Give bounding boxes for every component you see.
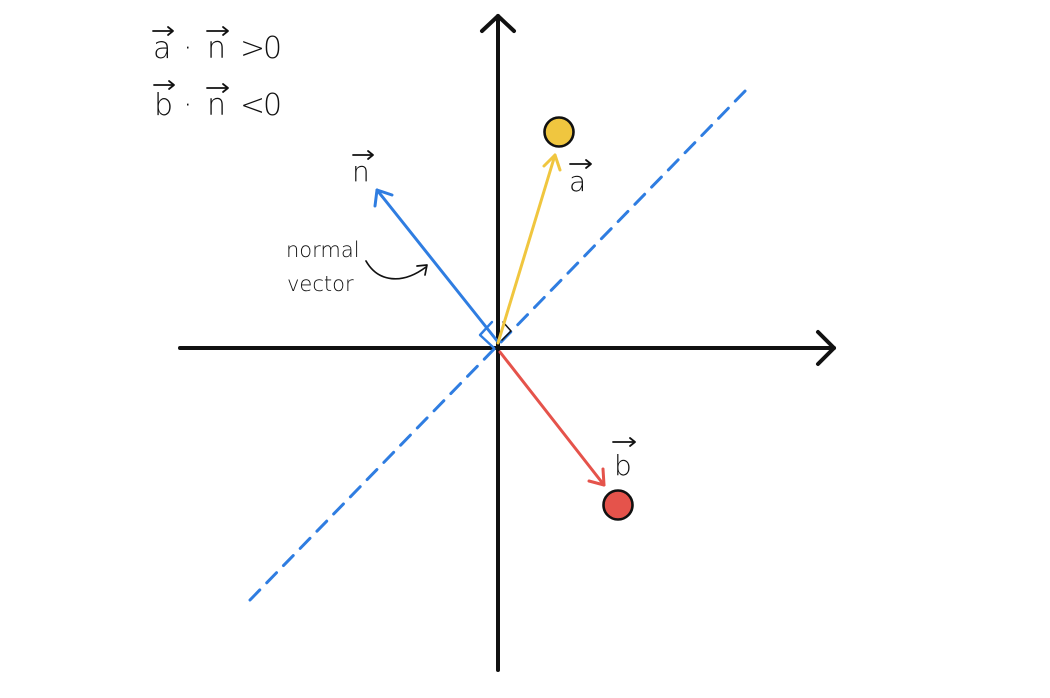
eq1-value: 0 [263,31,282,66]
x-axis-arrowhead [816,330,836,366]
vector-a-arrowhead [542,153,562,172]
label-n: n [352,150,374,188]
eq1-a-overarrow-head [167,26,174,36]
eq2-dot: · [183,88,193,123]
label-b: b [612,437,636,482]
eq2-vector-b: b [154,88,173,123]
eq2-b-overarrow-head [168,80,175,90]
eq2-n-overarrow-head [222,83,229,93]
right-angle-marker [478,320,496,350]
eq1-vector-n: n [207,31,226,66]
vector-b-arrowhead [587,467,606,487]
normal-vector-n [373,188,500,344]
label-n-text: n [352,155,370,188]
annotation-pointer-curve [365,260,427,280]
eq1-relation: > [240,31,265,66]
vector-b [498,350,606,487]
label-a-overarrow-head [585,159,592,169]
eq2-relation: < [240,88,265,123]
eq2-vector-n: n [207,88,226,123]
annotation-pointer-head [416,264,428,276]
eq1-n-overarrow-head [222,26,229,36]
equation-b-dot-n: b · n < 0 [153,80,282,123]
right-angle-marker-yellow [501,321,512,341]
annotation-line-1: normal [286,238,360,262]
equation-a-dot-n: a · n > 0 [152,26,282,66]
eq1-vector-a: a [153,31,171,66]
normal-vector-shaft [375,188,500,344]
normal-vector-arrowhead [373,188,394,208]
vector-a-shaft [496,153,557,345]
label-b-overarrow-head [629,437,636,447]
vector-b-shaft [498,350,606,487]
point-a [543,116,575,148]
vector-a [496,153,562,345]
eq2-value: 0 [263,88,282,123]
dashed-boundary-line [248,86,750,602]
label-b-text: b [614,449,632,482]
label-n-overarrow-head [367,150,374,160]
annotation-line-2: vector [287,272,354,296]
label-a: a [569,159,592,198]
point-b [602,489,634,521]
normal-vector-annotation: normal vector [286,238,428,296]
eq1-dot: · [183,31,193,66]
y-axis-arrowhead [480,14,516,33]
label-a-text: a [569,165,586,198]
